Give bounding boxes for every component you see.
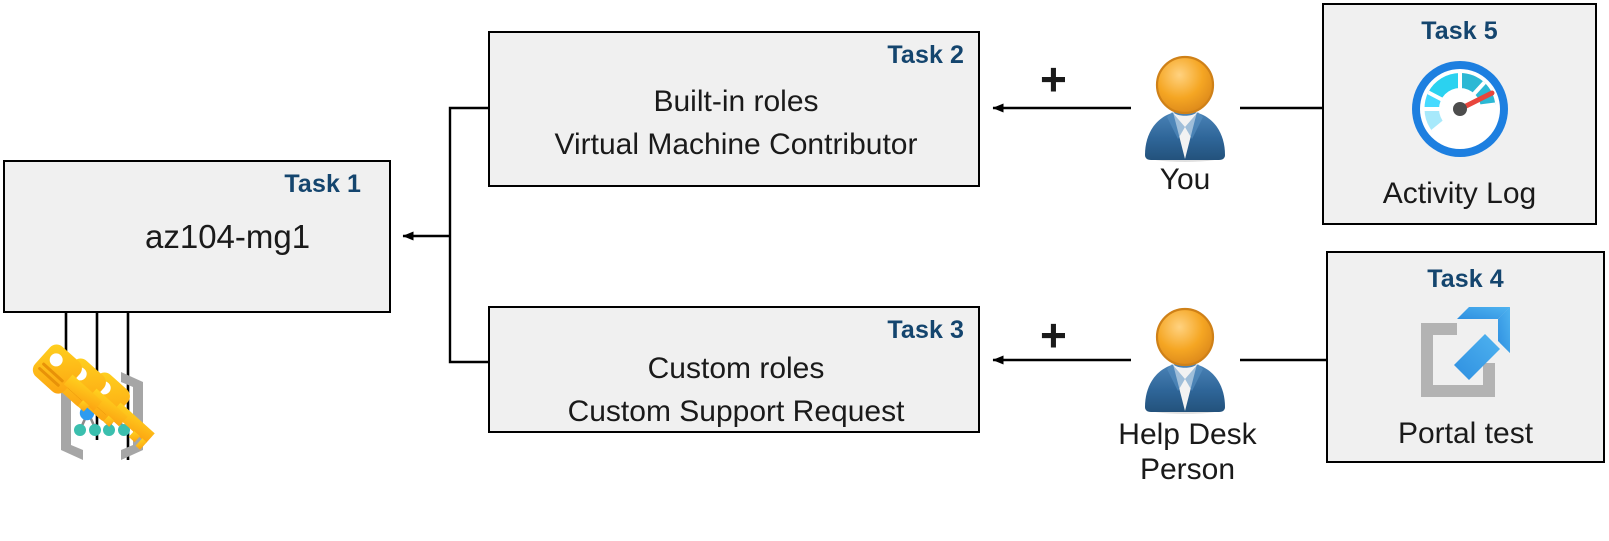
task4-label: Task 4 [1427,265,1504,293]
plus-symbol-bottom: + [1040,309,1067,361]
task5-label: Task 5 [1421,17,1498,45]
task2-label: Task 2 [887,41,964,69]
user-icon-you [1131,55,1239,165]
task5-box[interactable]: Task 5 [1322,3,1597,225]
actor-name-you: You [1159,163,1211,196]
task1-label: Task 1 [284,170,361,198]
task3-label: Task 3 [887,316,964,344]
task1-text: az104-mg1 [145,218,311,255]
keys-icon [30,337,160,462]
task3-box[interactable]: Task 3 Custom roles Custom Support Reque… [488,306,980,433]
gauge-icon [1408,57,1512,161]
actor-name-helpdesk: Help Desk Person [1118,418,1257,487]
user-icon-helpdesk [1131,307,1239,417]
task1-box[interactable]: Task 1 az104-mg1 [3,160,391,460]
task3-text: Custom roles Custom Support Request [567,352,905,428]
plus-symbol-top: + [1040,53,1067,105]
task4-box[interactable]: Task 4 Portal test [1326,251,1605,463]
task5-caption: Activity Log [1382,177,1537,210]
task2-box[interactable]: Task 2 Built-in roles Virtual Machine Co… [488,31,980,187]
external-link-icon [1413,301,1519,407]
task4-caption: Portal test [1397,417,1534,450]
task2-text: Built-in roles Virtual Machine Contribut… [554,85,918,161]
connector-tasks-to-task1 [402,106,488,364]
